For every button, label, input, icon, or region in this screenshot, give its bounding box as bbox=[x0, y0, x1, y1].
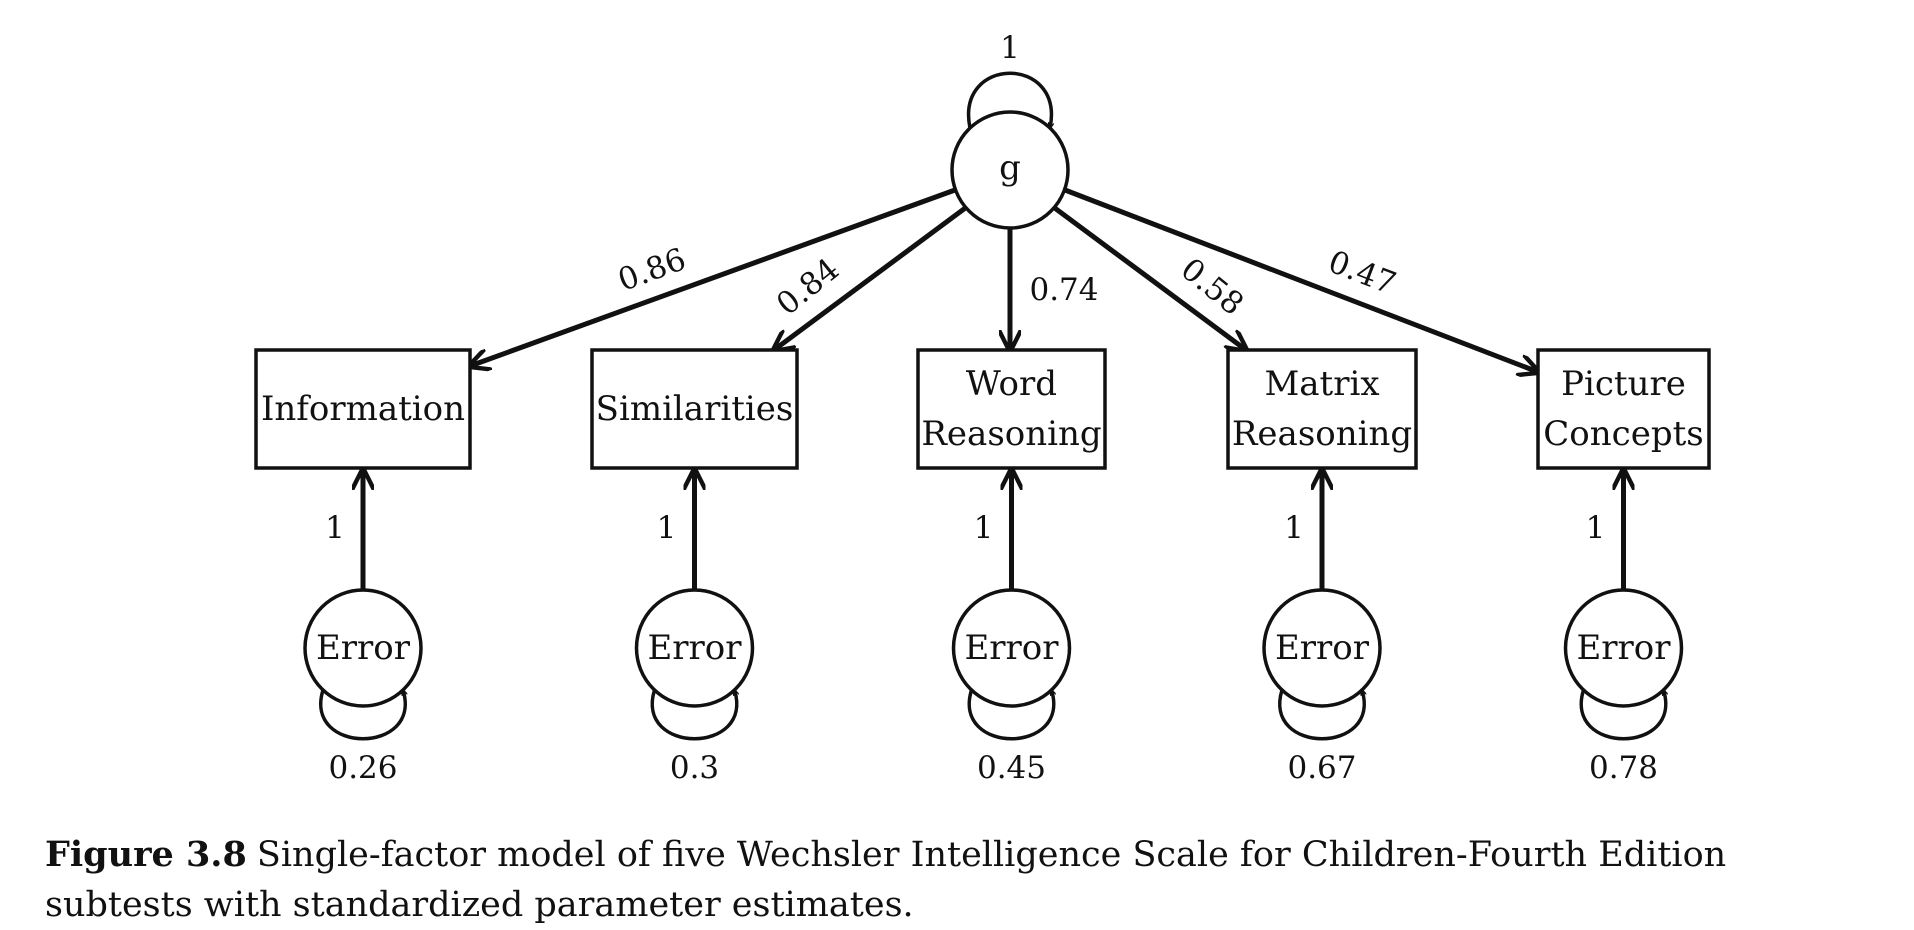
loading-arrow-information bbox=[470, 187, 956, 366]
error-variance-label-similarities: 0.3 bbox=[670, 750, 719, 786]
indicator-label-matrix-reasoning: Matrix bbox=[1264, 364, 1379, 404]
error-path-label-matrix-reasoning: 1 bbox=[1284, 510, 1304, 546]
error-path-label-information: 1 bbox=[325, 510, 345, 546]
loading-label-matrix-reasoning: 0.58 bbox=[1174, 251, 1250, 322]
indicator-label-information: Information bbox=[261, 389, 465, 429]
error-path-label-picture-concepts: 1 bbox=[1586, 510, 1606, 546]
indicator-box-matrix-reasoning bbox=[1226, 348, 1418, 470]
error-variance-label-information: 0.26 bbox=[328, 750, 397, 786]
latent-variance-loop bbox=[966, 71, 1052, 128]
error-variance-label-matrix-reasoning: 0.67 bbox=[1287, 750, 1356, 786]
indicator-box-picture-concepts bbox=[1536, 348, 1711, 470]
error-circle-matrix-reasoning bbox=[1262, 588, 1382, 708]
indicator-label-word-reasoning: Reasoning bbox=[921, 414, 1101, 454]
caption-label: Figure 3.8 bbox=[45, 834, 247, 875]
error-label-similarities: Error bbox=[647, 628, 742, 668]
error-variance-loop-word-reasoning bbox=[967, 690, 1054, 741]
indicator-label-similarities: Similarities bbox=[596, 389, 794, 429]
error-variance-loop-similarities bbox=[650, 690, 737, 741]
error-circle-picture-concepts bbox=[1563, 588, 1684, 708]
error-circle-information bbox=[303, 588, 423, 708]
loading-arrow-matrix-reasoning bbox=[1050, 203, 1246, 350]
error-label-word-reasoning: Error bbox=[964, 628, 1059, 668]
indicator-label-matrix-reasoning: Reasoning bbox=[1232, 414, 1412, 454]
error-circle-word-reasoning bbox=[951, 588, 1072, 708]
loading-label-word-reasoning: 0.74 bbox=[1029, 272, 1098, 308]
indicator-box-word-reasoning bbox=[916, 348, 1107, 470]
indicator-label-picture-concepts: Concepts bbox=[1543, 414, 1703, 454]
caption-text: Single-factor model of five Wechsler Int… bbox=[45, 835, 1727, 925]
paths-layer bbox=[319, 71, 1666, 741]
latent-variance-label: 1 bbox=[1000, 30, 1020, 66]
indicator-label-word-reasoning: Word bbox=[966, 364, 1057, 404]
indicator-box-similarities bbox=[590, 348, 799, 470]
indicator-label-picture-concepts: Picture bbox=[1561, 364, 1686, 404]
latent-g-circle bbox=[950, 110, 1070, 230]
error-path-label-similarities: 1 bbox=[657, 510, 677, 546]
error-variance-loop-information bbox=[319, 690, 406, 741]
error-label-picture-concepts: Error bbox=[1576, 628, 1671, 668]
loading-arrow-picture-concepts bbox=[1064, 187, 1538, 372]
indicator-box-information bbox=[254, 348, 472, 470]
error-variance-loop-picture-concepts bbox=[1579, 690, 1666, 741]
error-variance-loop-matrix-reasoning bbox=[1278, 690, 1365, 741]
error-variance-label-word-reasoning: 0.45 bbox=[977, 750, 1046, 786]
loading-label-similarities: 0.84 bbox=[770, 251, 846, 322]
error-label-information: Error bbox=[316, 628, 411, 668]
latent-g-label: g bbox=[999, 148, 1021, 188]
error-path-label-word-reasoning: 1 bbox=[974, 510, 994, 546]
error-variance-label-picture-concepts: 0.78 bbox=[1589, 750, 1658, 786]
shapes-layer bbox=[254, 110, 1711, 708]
loading-arrow-similarities bbox=[774, 203, 970, 350]
error-label-matrix-reasoning: Error bbox=[1275, 628, 1370, 668]
error-circle-similarities bbox=[634, 588, 755, 708]
path-diagram: g10.86Information1Error0.260.84Similarit… bbox=[254, 30, 1711, 786]
